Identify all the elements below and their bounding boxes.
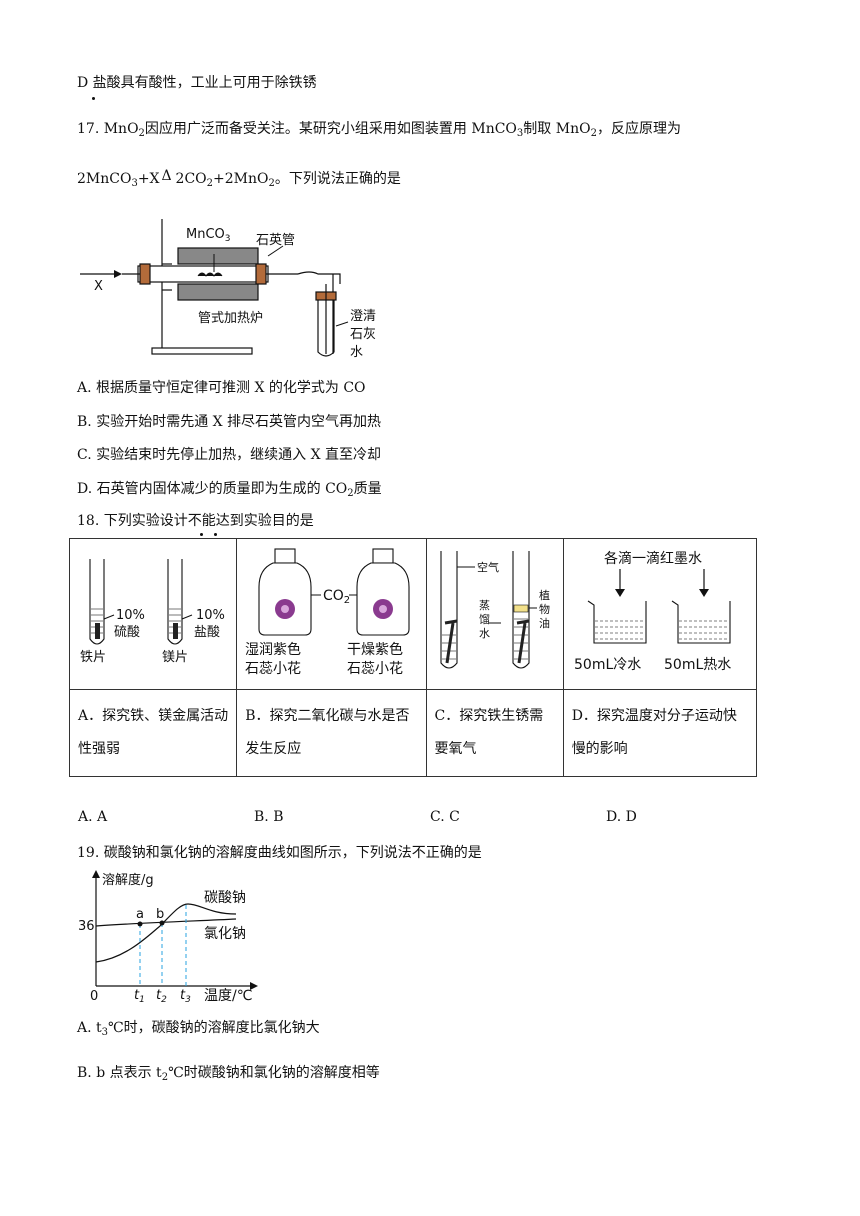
- q19-stem: 19. 碳酸钠和氯化钠的溶解度曲线如图所示，下列说法不正确的是: [77, 845, 482, 861]
- emphasis-dot: [200, 533, 203, 536]
- na2co3-label: 碳酸钠: [204, 890, 246, 906]
- pct-label-2: 10%: [196, 608, 225, 623]
- na2co3-curve: [95, 903, 237, 963]
- figure-d: 各滴一滴红墨水 50mL冷水 50mL热水: [574, 550, 731, 673]
- emphasis-dot: [214, 533, 217, 536]
- metal-label-1: 铁片: [80, 650, 106, 665]
- q17-apparatus-figure: MnCO3 石英管 X 管式加热炉 澄清 石灰 水: [80, 219, 376, 360]
- nacl-label: 氯化钠: [204, 926, 246, 942]
- co2-label: CO: [323, 588, 344, 604]
- water-label-2: 馏: [479, 612, 490, 626]
- x-gas-label: X: [94, 279, 103, 294]
- q17-option-c: C. 实验结束时先停止加热，继续通入 X 直至冷却: [77, 447, 381, 463]
- tick-t2: t2: [156, 988, 167, 1004]
- furnace-label: 管式加热炉: [198, 311, 263, 326]
- figure-cell-b: CO2 湿润紫色 石蕊小花 干燥紫色 石蕊小花: [236, 538, 427, 690]
- point-a: [137, 921, 143, 927]
- q18-choice-a: A. A: [78, 809, 108, 825]
- figure-cell-d: 各滴一滴红墨水 50mL冷水 50mL热水: [562, 538, 758, 690]
- y-axis-label: 溶解度/g: [102, 872, 154, 888]
- cold-water-label: 50mL冷水: [574, 657, 641, 673]
- caption-d: D．探究温度对分子运动快慢的影响: [571, 708, 737, 757]
- red-ink-label: 各滴一滴红墨水: [604, 550, 702, 567]
- limewater-label-1: 澄清: [350, 309, 376, 324]
- quartz-tube-label: 石英管: [256, 233, 295, 248]
- water-label-3: 水: [479, 627, 490, 640]
- dry-flower-label-2: 石蕊小花: [347, 661, 403, 677]
- origin-label: 0: [90, 989, 98, 1004]
- caption-a: A．探究铁、镁金属活动性强弱: [78, 708, 229, 757]
- wet-flower-label-1: 湿润紫色: [245, 641, 301, 658]
- hot-water-label: 50mL热水: [664, 657, 731, 673]
- oil-label-1: 植: [539, 588, 550, 602]
- q18-experiment-table: 10% 硫酸 铁片 10% 盐酸 镁片: [68, 538, 758, 777]
- tick-t1: t1: [134, 988, 145, 1004]
- caption-cell-b: B．探究二氧化碳与水是否发生反应: [236, 689, 427, 777]
- x-axis-label: 温度/℃: [204, 988, 252, 1004]
- figure-a: 10% 硫酸 铁片 10% 盐酸 镁片: [80, 559, 225, 665]
- limewater-label-3: 水: [350, 345, 363, 360]
- q18-choice-b: B. B: [254, 809, 284, 825]
- nacl-curve: [95, 918, 237, 927]
- oil-label-2: 物: [539, 602, 550, 616]
- figure-b: CO2 湿润紫色 石蕊小花 干燥紫色 石蕊小花: [245, 548, 410, 677]
- caption-cell-c: C．探究铁生锈需要氧气: [425, 689, 564, 777]
- q17-option-b: B. 实验开始时需先通 X 排尽石英管内空气再加热: [77, 414, 382, 430]
- acid-label-2: 盐酸: [194, 625, 220, 640]
- point-a-label: a: [136, 907, 144, 922]
- limewater-label-2: 石灰: [350, 327, 376, 342]
- emphasis-dot: [92, 97, 95, 100]
- q18-choice-d: D. D: [606, 809, 637, 825]
- svg-text:CO2: CO2: [323, 588, 350, 606]
- pct-label-1: 10%: [116, 608, 145, 623]
- caption-c: C．探究铁生锈需要氧气: [434, 708, 544, 757]
- q19-option-a: A. t3℃时，碳酸钠的溶解度比氯化钠大: [77, 1020, 320, 1038]
- svg-text:MnCO3: MnCO3: [186, 227, 231, 244]
- q18-choice-c: C. C: [430, 809, 460, 825]
- point-b-label: b: [156, 907, 164, 922]
- caption-b: B．探究二氧化碳与水是否发生反应: [245, 708, 410, 757]
- metal-label-2: 镁片: [162, 650, 188, 665]
- figure-cell-a: 10% 硫酸 铁片 10% 盐酸 镁片: [68, 538, 238, 690]
- delta-symbol: Δ: [161, 168, 172, 184]
- tick-36: 36: [78, 919, 95, 934]
- water-label-1: 蒸: [479, 599, 490, 612]
- tick-t3: t3: [180, 988, 191, 1004]
- point-b: [159, 920, 165, 926]
- oil-label-3: 油: [539, 616, 550, 630]
- q17-option-a: A. 根据质量守恒定律可推测 X 的化学式为 CO: [77, 380, 366, 396]
- caption-cell-d: D．探究温度对分子运动快慢的影响: [562, 689, 758, 777]
- wet-flower-label-2: 石蕊小花: [245, 661, 301, 677]
- caption-cell-a: A．探究铁、镁金属活动性强弱: [68, 689, 238, 777]
- q17-option-d: D. 石英管内固体减少的质量即为生成的 CO2质量: [77, 481, 382, 499]
- q16-option-d: D 盐酸具有酸性，工业上可用于除铁锈: [77, 75, 317, 91]
- acid-label-1: 硫酸: [114, 625, 140, 640]
- dry-flower-label-1: 干燥紫色: [347, 641, 403, 658]
- figure-cell-c: 空气 蒸 馏 水 植 物 油: [425, 538, 564, 690]
- q17-stem: 17. MnO2因应用广泛而备受关注。某研究小组采用如图装置用 MnCO3制取 …: [77, 121, 681, 139]
- air-label: 空气: [477, 560, 499, 574]
- mnco3-label: MnCO: [186, 227, 225, 242]
- figure-c: 空气 蒸 馏 水 植 物 油: [439, 551, 550, 669]
- q18-stem: 18. 下列实验设计不能达到实验目的是: [77, 513, 314, 529]
- q19-option-b: B. b 点表示 t2℃时碳酸钠和氯化钠的溶解度相等: [77, 1065, 380, 1083]
- q19-solubility-chart: 溶解度/g 36 0 a b 碳酸钠 氯化钠 t1 t2 t3 温度/℃: [78, 870, 258, 1004]
